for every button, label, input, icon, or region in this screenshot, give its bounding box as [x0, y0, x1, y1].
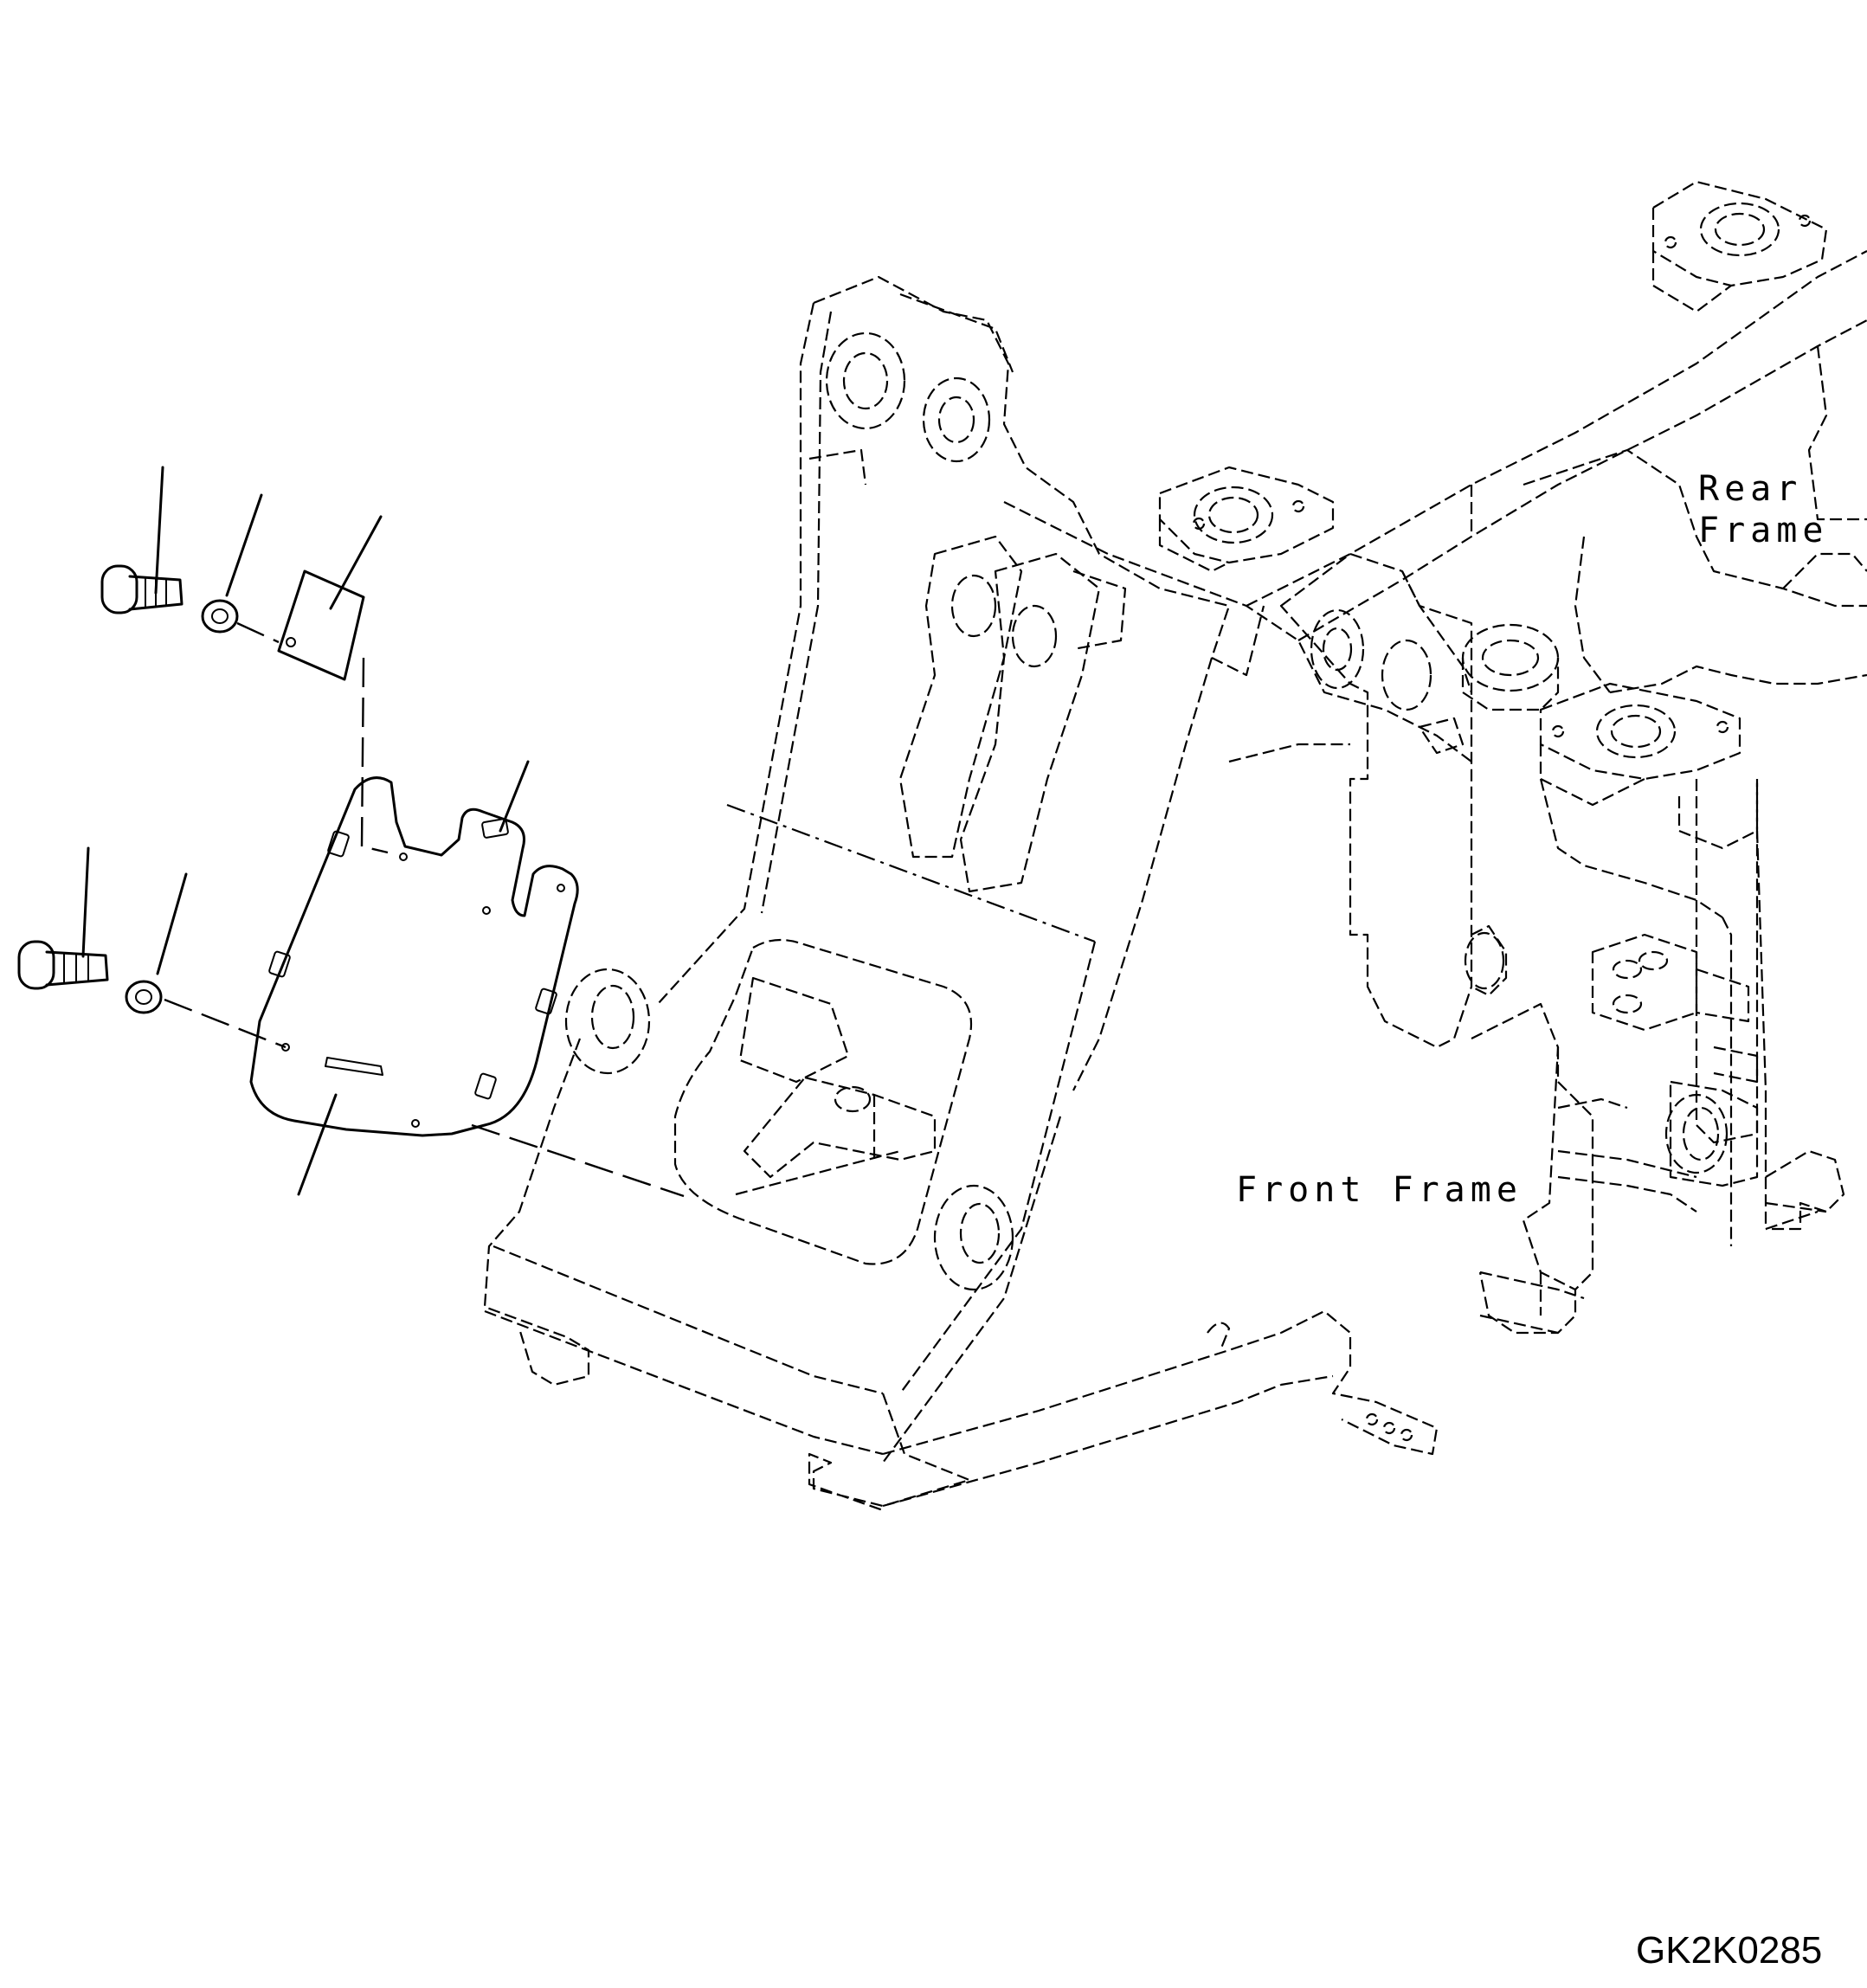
rear-frame: [1158, 180, 1867, 1246]
washer-upper: [201, 599, 239, 634]
bolt-lower: [17, 940, 109, 990]
drawing-code: GK2K0285: [1636, 1929, 1822, 1972]
rear-frame-label-line2: Frame: [1698, 511, 1828, 550]
bolt-upper: [100, 564, 183, 614]
front-frame: [483, 275, 1594, 1512]
leader-lines: [81, 466, 530, 1196]
small-plate: [277, 569, 365, 681]
washer-lower: [125, 980, 163, 1014]
rear-frame-label-line1: Rear: [1698, 469, 1802, 509]
cover-plate: [249, 776, 579, 1137]
front-frame-label: Front Frame: [1236, 1170, 1523, 1210]
assembly-lines: [164, 621, 685, 1198]
